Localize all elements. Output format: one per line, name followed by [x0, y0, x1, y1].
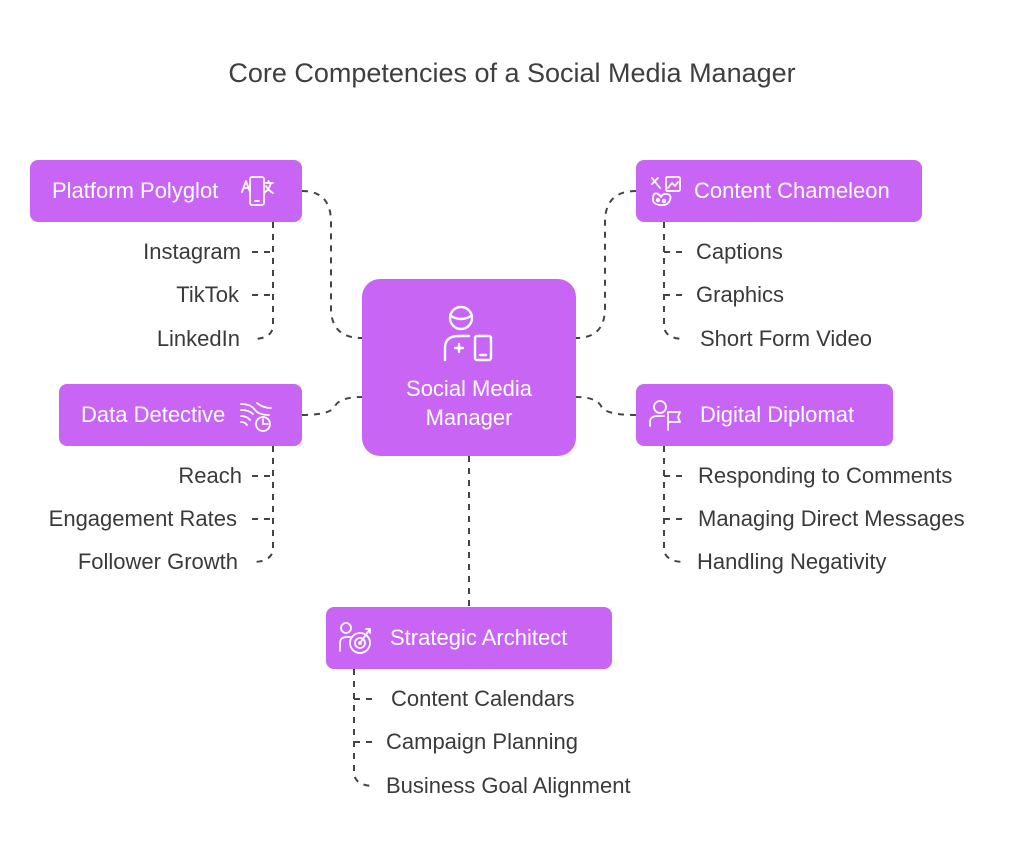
node-label: Strategic Architect: [390, 625, 568, 650]
translate-phone-icon: [240, 174, 275, 208]
item-content-1: Graphics: [696, 282, 785, 307]
node-content-chameleon: Content Chameleon: [636, 160, 922, 222]
item-platform-2: LinkedIn: [156, 326, 240, 351]
manager-with-device-icon: [443, 305, 493, 361]
item-strategic-2: Business Goal Alignment: [386, 773, 631, 798]
item-wire-content: [663, 222, 686, 340]
item-content-2: Short Form Video: [700, 326, 873, 351]
connector-platform: [301, 190, 363, 339]
item-wire-strategic: [353, 669, 376, 787]
node-label: Content Chameleon: [694, 178, 890, 203]
node-digital-diplomat: Digital Diplomat: [636, 384, 893, 446]
connector-content: [575, 190, 637, 339]
node-label: Data Detective: [81, 402, 226, 427]
connector-digital: [575, 396, 637, 416]
person-target-icon: [338, 621, 372, 655]
paint-brush-palette-icon: [648, 174, 682, 208]
item-digital-1: Managing Direct Messages: [698, 506, 965, 531]
item-wire-data: [251, 446, 274, 563]
item-data-2: Follower Growth: [77, 549, 238, 574]
item-content-0: Captions: [696, 239, 783, 264]
item-digital-0: Responding to Comments: [698, 463, 953, 488]
data-flow-chart-icon: [239, 398, 273, 432]
center-node: Social Media Manager: [362, 279, 576, 456]
page-title: Core Competencies of a Social Media Mana…: [228, 58, 796, 88]
center-label: Social Media Manager: [406, 375, 532, 430]
item-wire-digital: [663, 446, 686, 563]
node-platform-polyglot: Platform Polyglot: [30, 160, 302, 222]
item-data-1: Engagement Rates: [48, 506, 237, 531]
item-data-0: Reach: [178, 463, 242, 488]
item-platform-0: Instagram: [143, 239, 241, 264]
item-platform-1: TikTok: [176, 282, 239, 307]
item-wire-platform: [251, 222, 274, 340]
item-strategic-0: Content Calendars: [391, 686, 575, 711]
connector-data: [301, 396, 363, 416]
node-label: Platform Polyglot: [52, 178, 219, 203]
person-flag-icon: [648, 398, 682, 432]
item-digital-2: Handling Negativity: [697, 549, 887, 574]
node-label: Digital Diplomat: [700, 402, 855, 427]
item-strategic-1: Campaign Planning: [386, 729, 579, 754]
node-strategic-architect: Strategic Architect: [326, 607, 612, 669]
node-data-detective: Data Detective: [59, 384, 302, 446]
